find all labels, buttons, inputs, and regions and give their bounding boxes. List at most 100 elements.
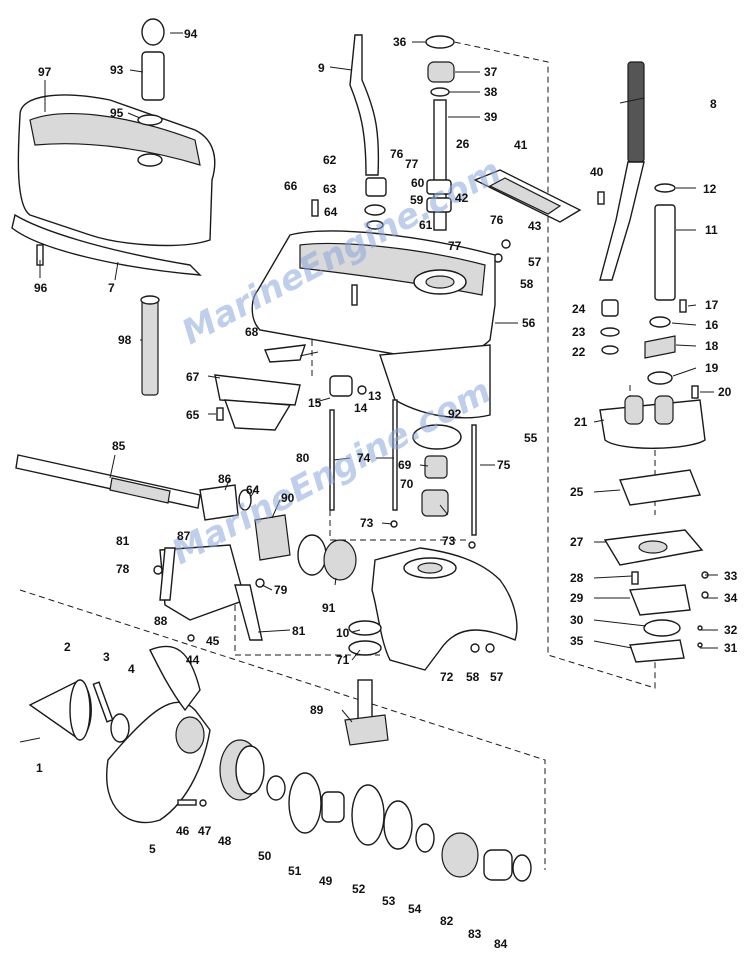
label-36: 36	[393, 35, 407, 49]
label-68: 68	[245, 325, 259, 339]
label-15: 15	[308, 396, 322, 410]
label-65: 65	[186, 408, 200, 422]
label-51: 51	[288, 864, 302, 878]
label-73b: 73	[442, 534, 456, 548]
label-81b: 81	[292, 624, 306, 638]
bearing-91b	[323, 539, 357, 581]
label-74: 74	[357, 451, 371, 465]
label-54: 54	[408, 902, 422, 916]
oring-23	[600, 327, 620, 337]
label-14: 14	[354, 401, 368, 415]
label-89: 89	[310, 703, 324, 717]
label-35: 35	[570, 634, 584, 648]
ring-36	[425, 35, 455, 49]
gearcase-lower	[371, 547, 518, 671]
washer-53	[383, 800, 413, 850]
label-2: 2	[64, 640, 71, 654]
washer-64	[366, 220, 384, 230]
label-76b: 76	[490, 213, 504, 227]
label-21: 21	[574, 415, 588, 429]
screw-20	[691, 385, 699, 399]
label-70: 70	[400, 477, 414, 491]
label-22: 22	[572, 345, 586, 359]
bearing-69	[424, 455, 448, 479]
assembly-guides	[19, 39, 656, 870]
label-62: 62	[323, 153, 337, 167]
pump-housing-21	[599, 399, 706, 449]
tube-8-top	[627, 61, 645, 163]
propeller-group	[19, 645, 532, 882]
label-37: 37	[484, 65, 498, 79]
label-61: 61	[419, 218, 433, 232]
pin-3	[92, 681, 114, 723]
label-96: 96	[34, 281, 48, 295]
cap-94	[141, 18, 165, 46]
label-77a: 77	[405, 157, 419, 171]
label-17: 17	[705, 298, 719, 312]
block-15	[329, 375, 353, 397]
label-57a: 57	[528, 255, 542, 269]
bearing-70	[421, 489, 449, 517]
label-26: 26	[456, 137, 470, 151]
label-76a: 76	[390, 147, 404, 161]
label-45: 45	[206, 634, 220, 648]
pinion-89	[344, 714, 389, 746]
ring-64b	[238, 489, 252, 511]
label-38: 38	[484, 85, 498, 99]
label-94: 94	[184, 27, 198, 41]
washer-54	[415, 823, 435, 853]
label-30: 30	[570, 613, 584, 627]
label-39: 39	[484, 110, 498, 124]
washer-22	[601, 345, 619, 355]
label-69: 69	[398, 458, 412, 472]
middle-parts	[329, 399, 477, 549]
label-72: 72	[440, 670, 454, 684]
label-40: 40	[590, 165, 604, 179]
gear-90	[254, 514, 291, 561]
link-68	[263, 344, 307, 363]
link-81b	[234, 584, 263, 641]
gasket-35	[629, 639, 685, 663]
label-78: 78	[116, 562, 130, 576]
water-tube-group	[311, 34, 387, 230]
label-58a: 58	[520, 277, 534, 291]
label-53: 53	[382, 894, 396, 908]
screw-65	[216, 407, 224, 421]
label-58b: 58	[466, 670, 480, 684]
oring-12	[654, 183, 676, 193]
label-64b: 64	[246, 483, 260, 497]
screw-28	[631, 571, 639, 585]
seal-50	[266, 775, 286, 801]
label-50: 50	[258, 849, 272, 863]
bushing-49	[321, 791, 345, 823]
label-49: 49	[319, 874, 333, 888]
label-67: 67	[186, 370, 200, 384]
label-1: 1	[36, 761, 43, 775]
label-4: 4	[128, 662, 135, 676]
label-24: 24	[572, 302, 586, 316]
exhaust-housing-group	[11, 18, 216, 396]
label-73a: 73	[360, 516, 374, 530]
label-18: 18	[705, 339, 719, 353]
label-8: 8	[710, 97, 717, 111]
grommet-62	[365, 177, 387, 197]
label-42: 42	[455, 191, 469, 205]
plate-19	[647, 371, 673, 385]
label-34: 34	[724, 591, 738, 605]
gearcase-upper	[251, 230, 496, 419]
label-44: 44	[186, 653, 200, 667]
bearing-83	[483, 849, 513, 881]
clutch-86	[199, 484, 239, 521]
gear-82	[441, 832, 479, 878]
label-90: 90	[281, 491, 295, 505]
shaft-85	[15, 454, 201, 509]
washer-38	[430, 87, 450, 97]
label-83: 83	[468, 927, 482, 941]
label-27: 27	[570, 535, 584, 549]
label-13: 13	[368, 389, 382, 403]
prop-shaft-group	[15, 454, 382, 656]
oring-95	[137, 114, 163, 126]
label-79: 79	[274, 583, 288, 597]
